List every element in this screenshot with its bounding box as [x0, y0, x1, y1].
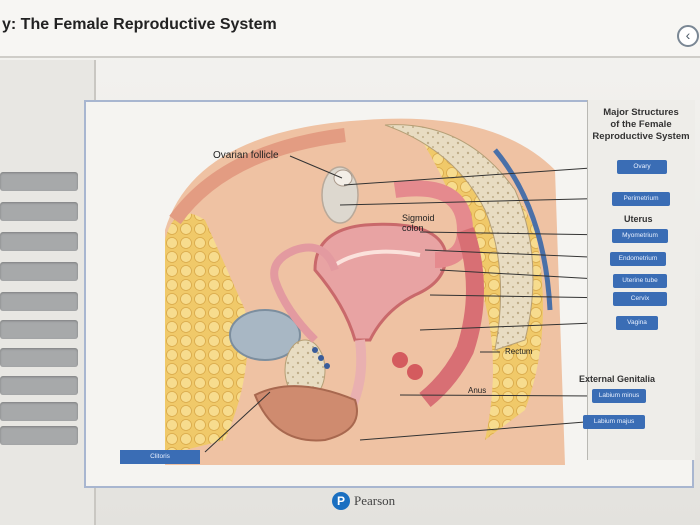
- page-title: y: The Female Reproductive System: [2, 16, 277, 33]
- answer-slot[interactable]: [0, 348, 78, 367]
- label-sigmoid-line: Sigmoid: [402, 213, 435, 223]
- answer-slot[interactable]: [0, 292, 78, 311]
- tag-uterine-tube[interactable]: Uterine tube: [613, 274, 667, 288]
- label-ovarian-follicle: Ovarian follicle: [213, 150, 279, 161]
- label-rectum: Rectum: [505, 347, 533, 356]
- legend-uterus-title: Uterus: [624, 214, 653, 224]
- pearson-logo-icon: P: [332, 492, 350, 510]
- tag-endometrium[interactable]: Endometrium: [610, 252, 666, 266]
- tag-labium-majus[interactable]: Labium majus: [583, 415, 645, 429]
- tag-perimetrium[interactable]: Perimetrium: [612, 192, 670, 206]
- answer-slot[interactable]: [0, 376, 78, 395]
- legend-external-title: External Genitalia: [579, 374, 656, 384]
- label-sigmoid-colon: Sigmoid colon: [402, 213, 435, 233]
- legend-heading-line: Major Structures: [603, 107, 679, 118]
- answer-bank-panel: [0, 60, 96, 525]
- tag-myometrium[interactable]: Myometrium: [612, 229, 668, 243]
- label-anus: Anus: [468, 386, 487, 395]
- label-sigmoid-line: colon: [402, 223, 424, 233]
- legend-heading-line: of the Female: [610, 119, 672, 130]
- answer-slot[interactable]: [0, 262, 78, 281]
- answer-slot[interactable]: [0, 426, 78, 445]
- header-bar: y: The Female Reproductive System ‹: [0, 0, 700, 58]
- collapse-button[interactable]: ‹: [677, 25, 699, 47]
- legend-heading: Major Structures of the Female Reproduct…: [587, 107, 695, 143]
- answer-slot[interactable]: [0, 320, 78, 339]
- answer-slot[interactable]: [0, 172, 78, 191]
- tag-vagina[interactable]: Vagina: [616, 316, 658, 330]
- tag-labium-minus[interactable]: Labium minus: [592, 389, 646, 403]
- tag-ovary[interactable]: Ovary: [617, 160, 667, 174]
- tag-cervix[interactable]: Cervix: [613, 292, 667, 306]
- chevron-left-icon: ‹: [685, 27, 691, 43]
- answer-slot[interactable]: [0, 202, 78, 221]
- anatomy-illustration: [165, 118, 565, 465]
- tag-clitoris[interactable]: Clitoris: [120, 450, 200, 464]
- legend-heading-line: Reproductive System: [592, 131, 690, 142]
- pearson-brand: Pearson: [354, 493, 396, 508]
- answer-slot[interactable]: [0, 402, 78, 421]
- answer-slot[interactable]: [0, 232, 78, 251]
